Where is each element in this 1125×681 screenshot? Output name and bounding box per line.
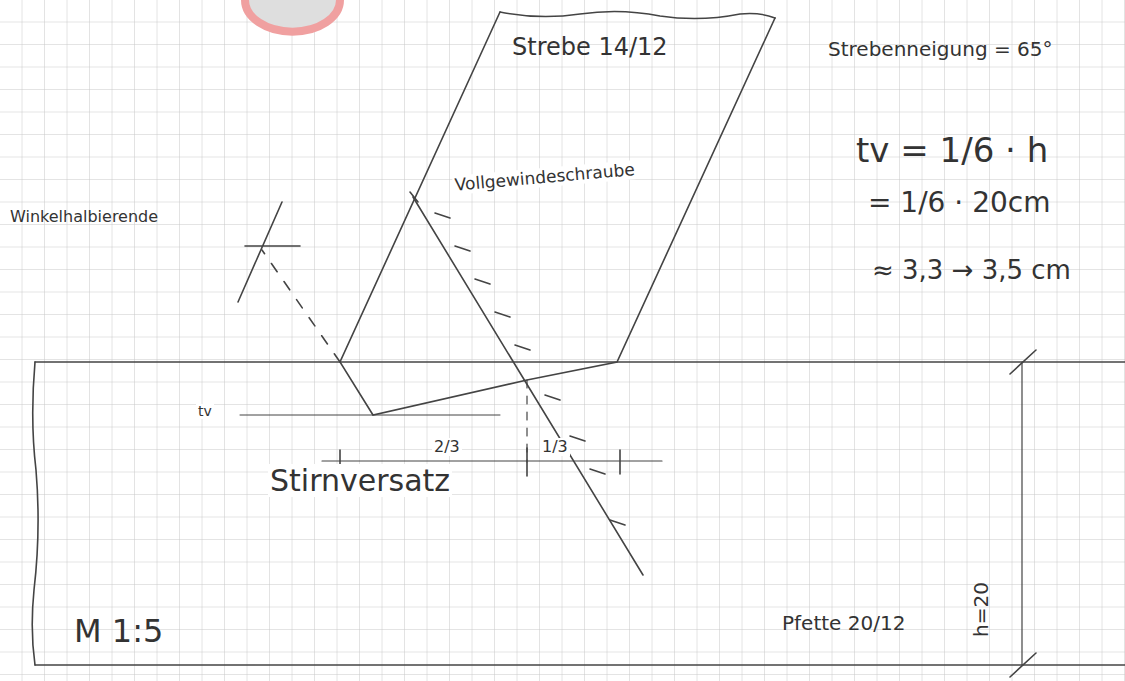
drawing-label: tv = 1/6 · h [854, 132, 1050, 169]
drawing-label: 2/3 [432, 438, 462, 456]
drawing-label: 1/3 [540, 438, 570, 456]
height-dimension [1021, 362, 1022, 665]
tv-line [240, 415, 500, 416]
drawing-label: ≈ 3,3 → 3,5 cm [870, 256, 1073, 285]
drawing-label: h=20 [970, 580, 992, 639]
bisector-mark [238, 202, 300, 302]
purlin-top-edge [35, 361, 1125, 363]
stamp-remnant [245, 0, 340, 32]
purlin-bottom-edge [35, 664, 1125, 666]
height-ticks [1010, 350, 1036, 677]
angle-bisector [262, 250, 340, 362]
drawing-label: Strebenneigung = 65° [826, 38, 1055, 60]
drawing-label: Pfette 20/12 [780, 612, 907, 634]
purlin-break-line [32, 362, 38, 665]
strut-break-line [500, 11, 775, 18]
strut-outline [340, 12, 775, 415]
dimension-line [322, 460, 662, 461]
drawing-label: Strebe 14/12 [510, 34, 670, 60]
drawing-label: tv [196, 404, 214, 419]
drawing-label: M 1:5 [72, 614, 165, 649]
screw-line [413, 197, 643, 575]
drawing-label: = 1/6 · 20cm [866, 188, 1052, 219]
drawing-label: Stirnversatz [268, 464, 452, 497]
drawing-label: Winkelhalbierende [8, 208, 160, 226]
